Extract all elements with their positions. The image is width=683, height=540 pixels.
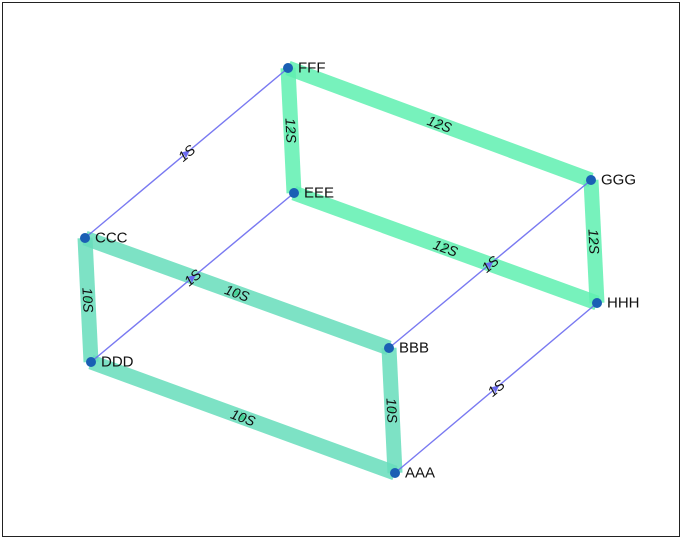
- edge-eee-fff-arrow: [286, 126, 297, 135]
- node-ggg-marker: [586, 175, 596, 185]
- edge-ddd-eee-arrow: [186, 274, 196, 284]
- node-hhh-marker: [592, 298, 602, 308]
- nodes-layer: FFF EEE GGG HHH CCC DDD BBB AAA: [80, 60, 640, 482]
- node-ddd-label: DDD: [101, 354, 134, 371]
- edge-ddd-aaa-arrow: [237, 411, 247, 421]
- node-ccc-marker: [80, 233, 90, 243]
- node-ddd-marker: [86, 357, 96, 367]
- edge-fff-ggg-arrow: [434, 117, 444, 128]
- node-aaa-label: AAA: [405, 465, 435, 482]
- node-aaa-marker: [390, 468, 400, 478]
- edge-bbb-aaa-arrow: [386, 406, 397, 415]
- edge-ccc-bbb-arrow: [231, 286, 241, 297]
- edge-eee-hhh-arrow: [440, 241, 450, 252]
- edge-ccc-fff-arrow: [180, 150, 190, 159]
- edges-layer: [77, 60, 605, 481]
- edge-eee-fff-label: 12S: [282, 118, 299, 144]
- edge-bbb-aaa-label: 10S: [383, 398, 400, 424]
- node-ccc-label: CCC: [95, 230, 128, 247]
- edge-ccc-fff-label: 1S: [175, 141, 199, 165]
- edge-ggg-hhh-label: 12S: [585, 229, 602, 255]
- node-fff-label: FFF: [298, 60, 326, 77]
- edge-aaa-hhh-arrow: [490, 385, 500, 394]
- node-eee-marker: [289, 188, 299, 198]
- node-bbb-marker: [384, 343, 394, 353]
- edge-aaa-hhh-label: 1S: [484, 376, 508, 400]
- edge-ccc-ddd-arrow: [82, 295, 93, 304]
- node-fff-marker: [283, 63, 293, 73]
- node-ggg-label: GGG: [601, 172, 636, 189]
- edge-bbb-ggg-arrow: [484, 261, 494, 270]
- node-eee-label: EEE: [304, 185, 334, 202]
- node-hhh-label: HHH: [607, 295, 640, 312]
- edge-ccc-ddd-label: 10S: [79, 287, 96, 313]
- edge-ggg-hhh-arrow: [588, 237, 599, 246]
- node-bbb-label: BBB: [399, 340, 429, 357]
